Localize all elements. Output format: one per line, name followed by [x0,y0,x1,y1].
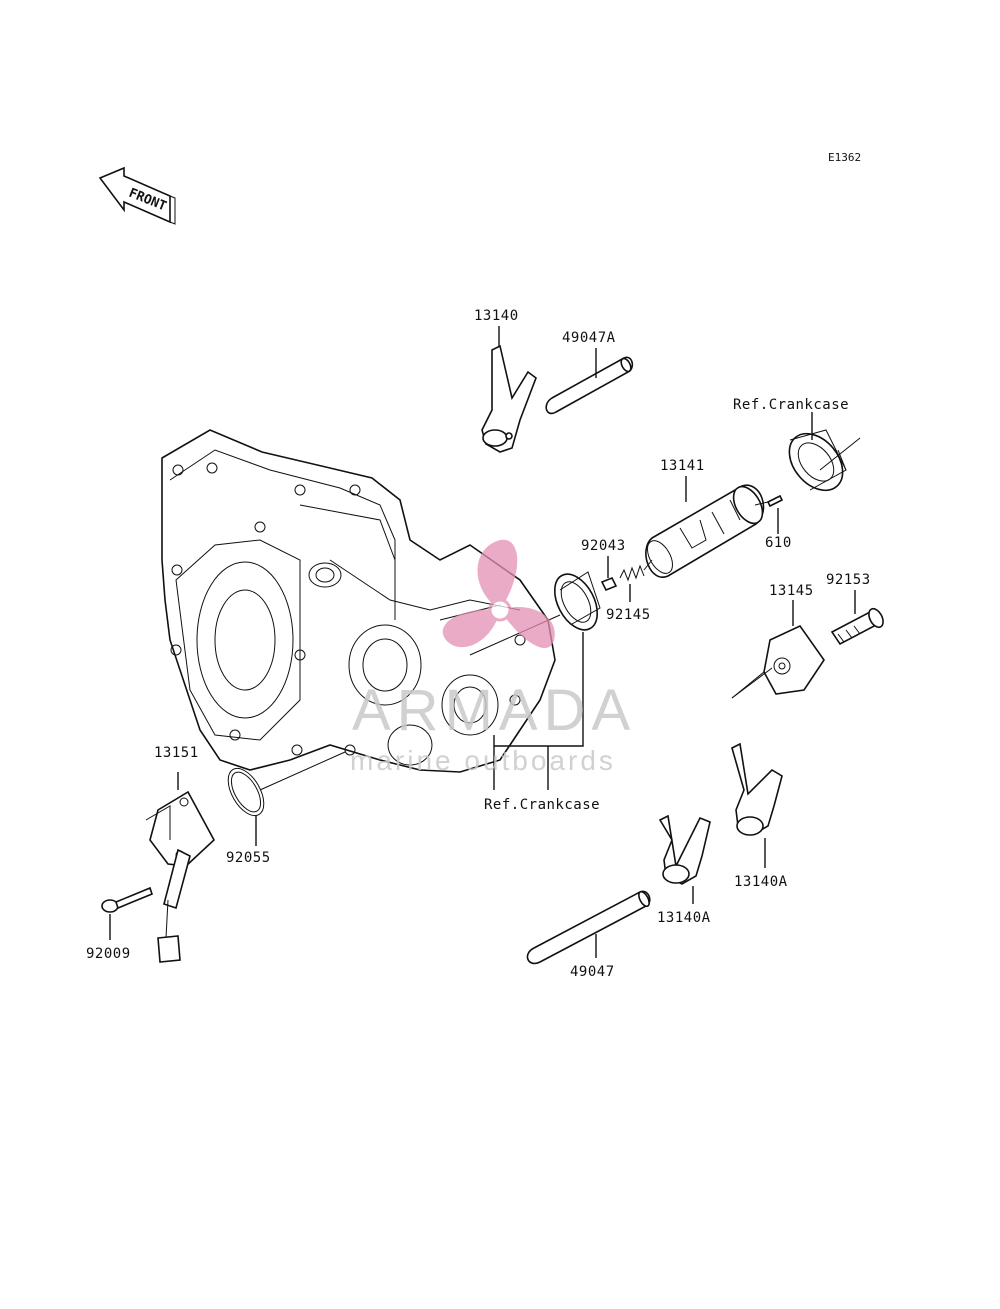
shift-fork-13140A-left [658,814,711,885]
label-13145: 13145 [769,583,814,599]
watermark-tagline: marine outboards [350,745,616,776]
label-13140: 13140 [474,308,519,324]
shift-drum-13141 [645,484,765,578]
label-92153: 92153 [826,572,871,588]
diagram-code: E1362 [828,151,861,164]
bolt-92153 [830,607,884,646]
label-92145: 92145 [606,607,651,623]
crankcase-illustration [161,429,556,773]
shift-cam-13145 [763,624,825,695]
label-ref-crankcase-top: Ref.Crankcase [733,397,849,413]
label-49047: 49047 [570,964,615,980]
label-13140A-right: 13140A [734,874,788,890]
pin-610 [766,494,784,508]
bolt-92009 [101,886,153,913]
front-arrow-icon: FRONT [98,166,176,225]
label-92009: 92009 [86,946,131,962]
label-13141: 13141 [660,458,705,474]
label-13140A-left: 13140A [657,910,711,926]
label-13151: 13151 [154,745,199,761]
pin-92043 [600,576,618,592]
label-92043: 92043 [581,538,626,554]
shift-rod-49047A [545,356,634,415]
spring-92145 [619,564,645,582]
label-610: 610 [765,535,792,551]
shift-rod-49047 [526,890,651,965]
label-92055: 92055 [226,850,271,866]
watermark-brand: ARMADA [352,678,636,743]
o-ring-92055 [227,767,265,817]
bearing-ref-crankcase-top [788,429,847,492]
needle-bearing [553,571,601,631]
label-49047A: 49047A [562,330,616,346]
label-ref-crankcase-bottom: Ref.Crankcase [484,797,600,813]
armada-watermark-logo [442,539,555,649]
gear-switch-13151 [149,790,215,963]
shift-fork-13140 [481,344,537,453]
shift-fork-13140A-right [731,742,783,836]
